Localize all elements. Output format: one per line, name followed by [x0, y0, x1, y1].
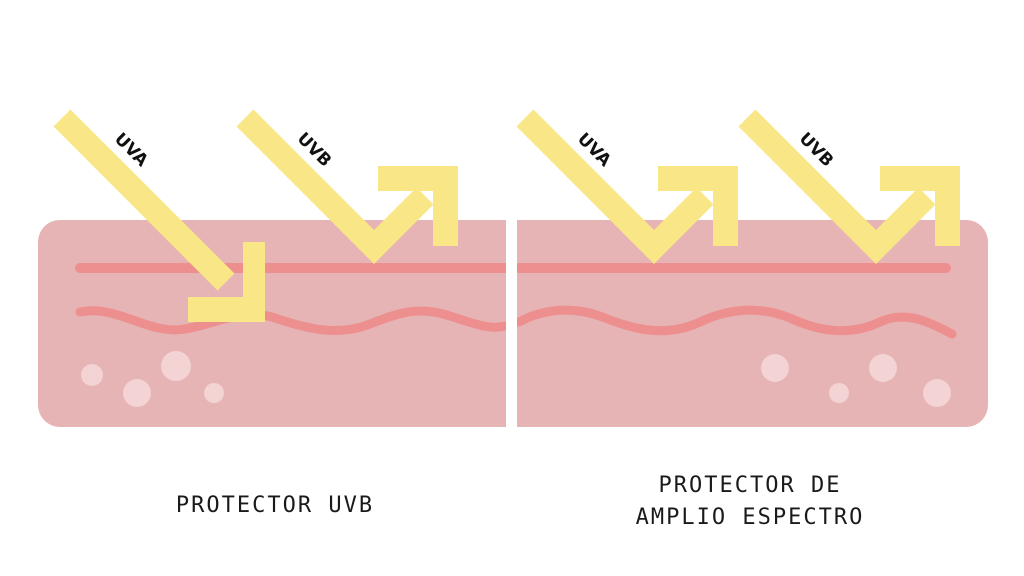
dermis-wave-right [514, 305, 957, 339]
caption-line: PROTECTOR UVB [175, 493, 375, 518]
dermis-wave-left [75, 306, 510, 336]
cell-bubble [204, 383, 224, 403]
caption-broad-spectrum-protector: PROTECTOR DE AMPLIO ESPECTRO [620, 470, 880, 534]
uva-ray-penetrating [53, 109, 265, 322]
cell-bubble [829, 383, 849, 403]
panel-divider [506, 210, 517, 440]
cell-bubble [161, 351, 191, 381]
caption-line: PROTECTOR DE [658, 473, 842, 498]
uvb-ray-reflected [738, 109, 960, 264]
caption-uvb-protector: PROTECTOR UVB [175, 490, 375, 522]
cell-bubble [869, 354, 897, 382]
caption-line: AMPLIO ESPECTRO [635, 505, 865, 530]
cell-bubble [761, 354, 789, 382]
cell-bubble [923, 379, 951, 407]
uvb-ray-reflected [236, 109, 458, 264]
cell-bubble [81, 364, 103, 386]
cell-bubble [123, 379, 151, 407]
uva-ray-reflected [516, 109, 738, 264]
